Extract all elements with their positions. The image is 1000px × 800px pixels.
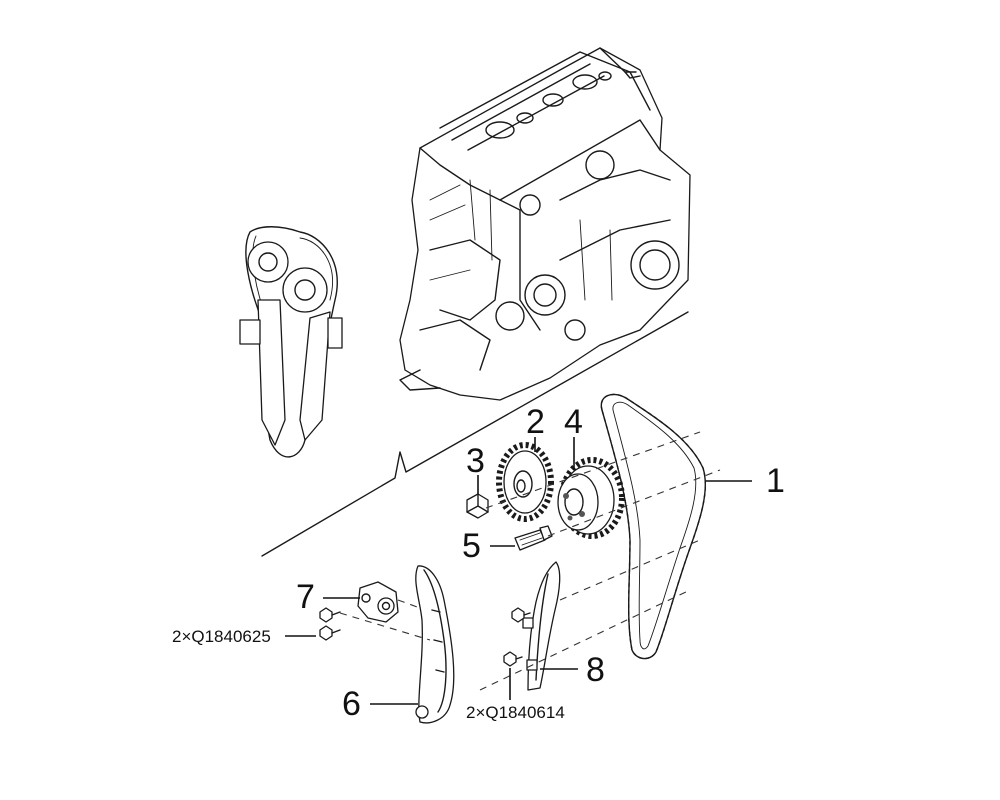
section-break-line [261,311,689,557]
bolt-part-3 [466,493,489,519]
vvt-actuator-part-4 [557,457,625,539]
bolt-part-5 [514,525,553,551]
callout-6: 6 [342,685,361,723]
leader-lines [285,437,752,705]
camshaft-sprocket-part-2 [496,442,554,522]
callout-5: 5 [462,527,481,565]
callout-8: 8 [586,651,605,689]
bolts-q1840614 [503,607,531,667]
callout-7: 7 [296,578,315,616]
chain-guide-part-6 [415,565,455,724]
part-note-q1840625: 2×Q1840625 [172,627,271,646]
callout-4: 4 [564,403,583,441]
fixed-chain-guide-part-8 [522,561,561,691]
chain-tensioner-part-7 [357,581,399,623]
callout-1: 1 [766,462,785,500]
engine-block [399,47,691,401]
alignment-lines [339,431,721,691]
callout-3: 3 [466,442,485,480]
timing-chain-part-1 [600,393,706,660]
installed-chain-assembly [239,226,343,458]
bolts-q1840625 [319,607,341,641]
callout-2: 2 [526,403,545,441]
part-note-q1840614: 2×Q1840614 [466,703,565,722]
